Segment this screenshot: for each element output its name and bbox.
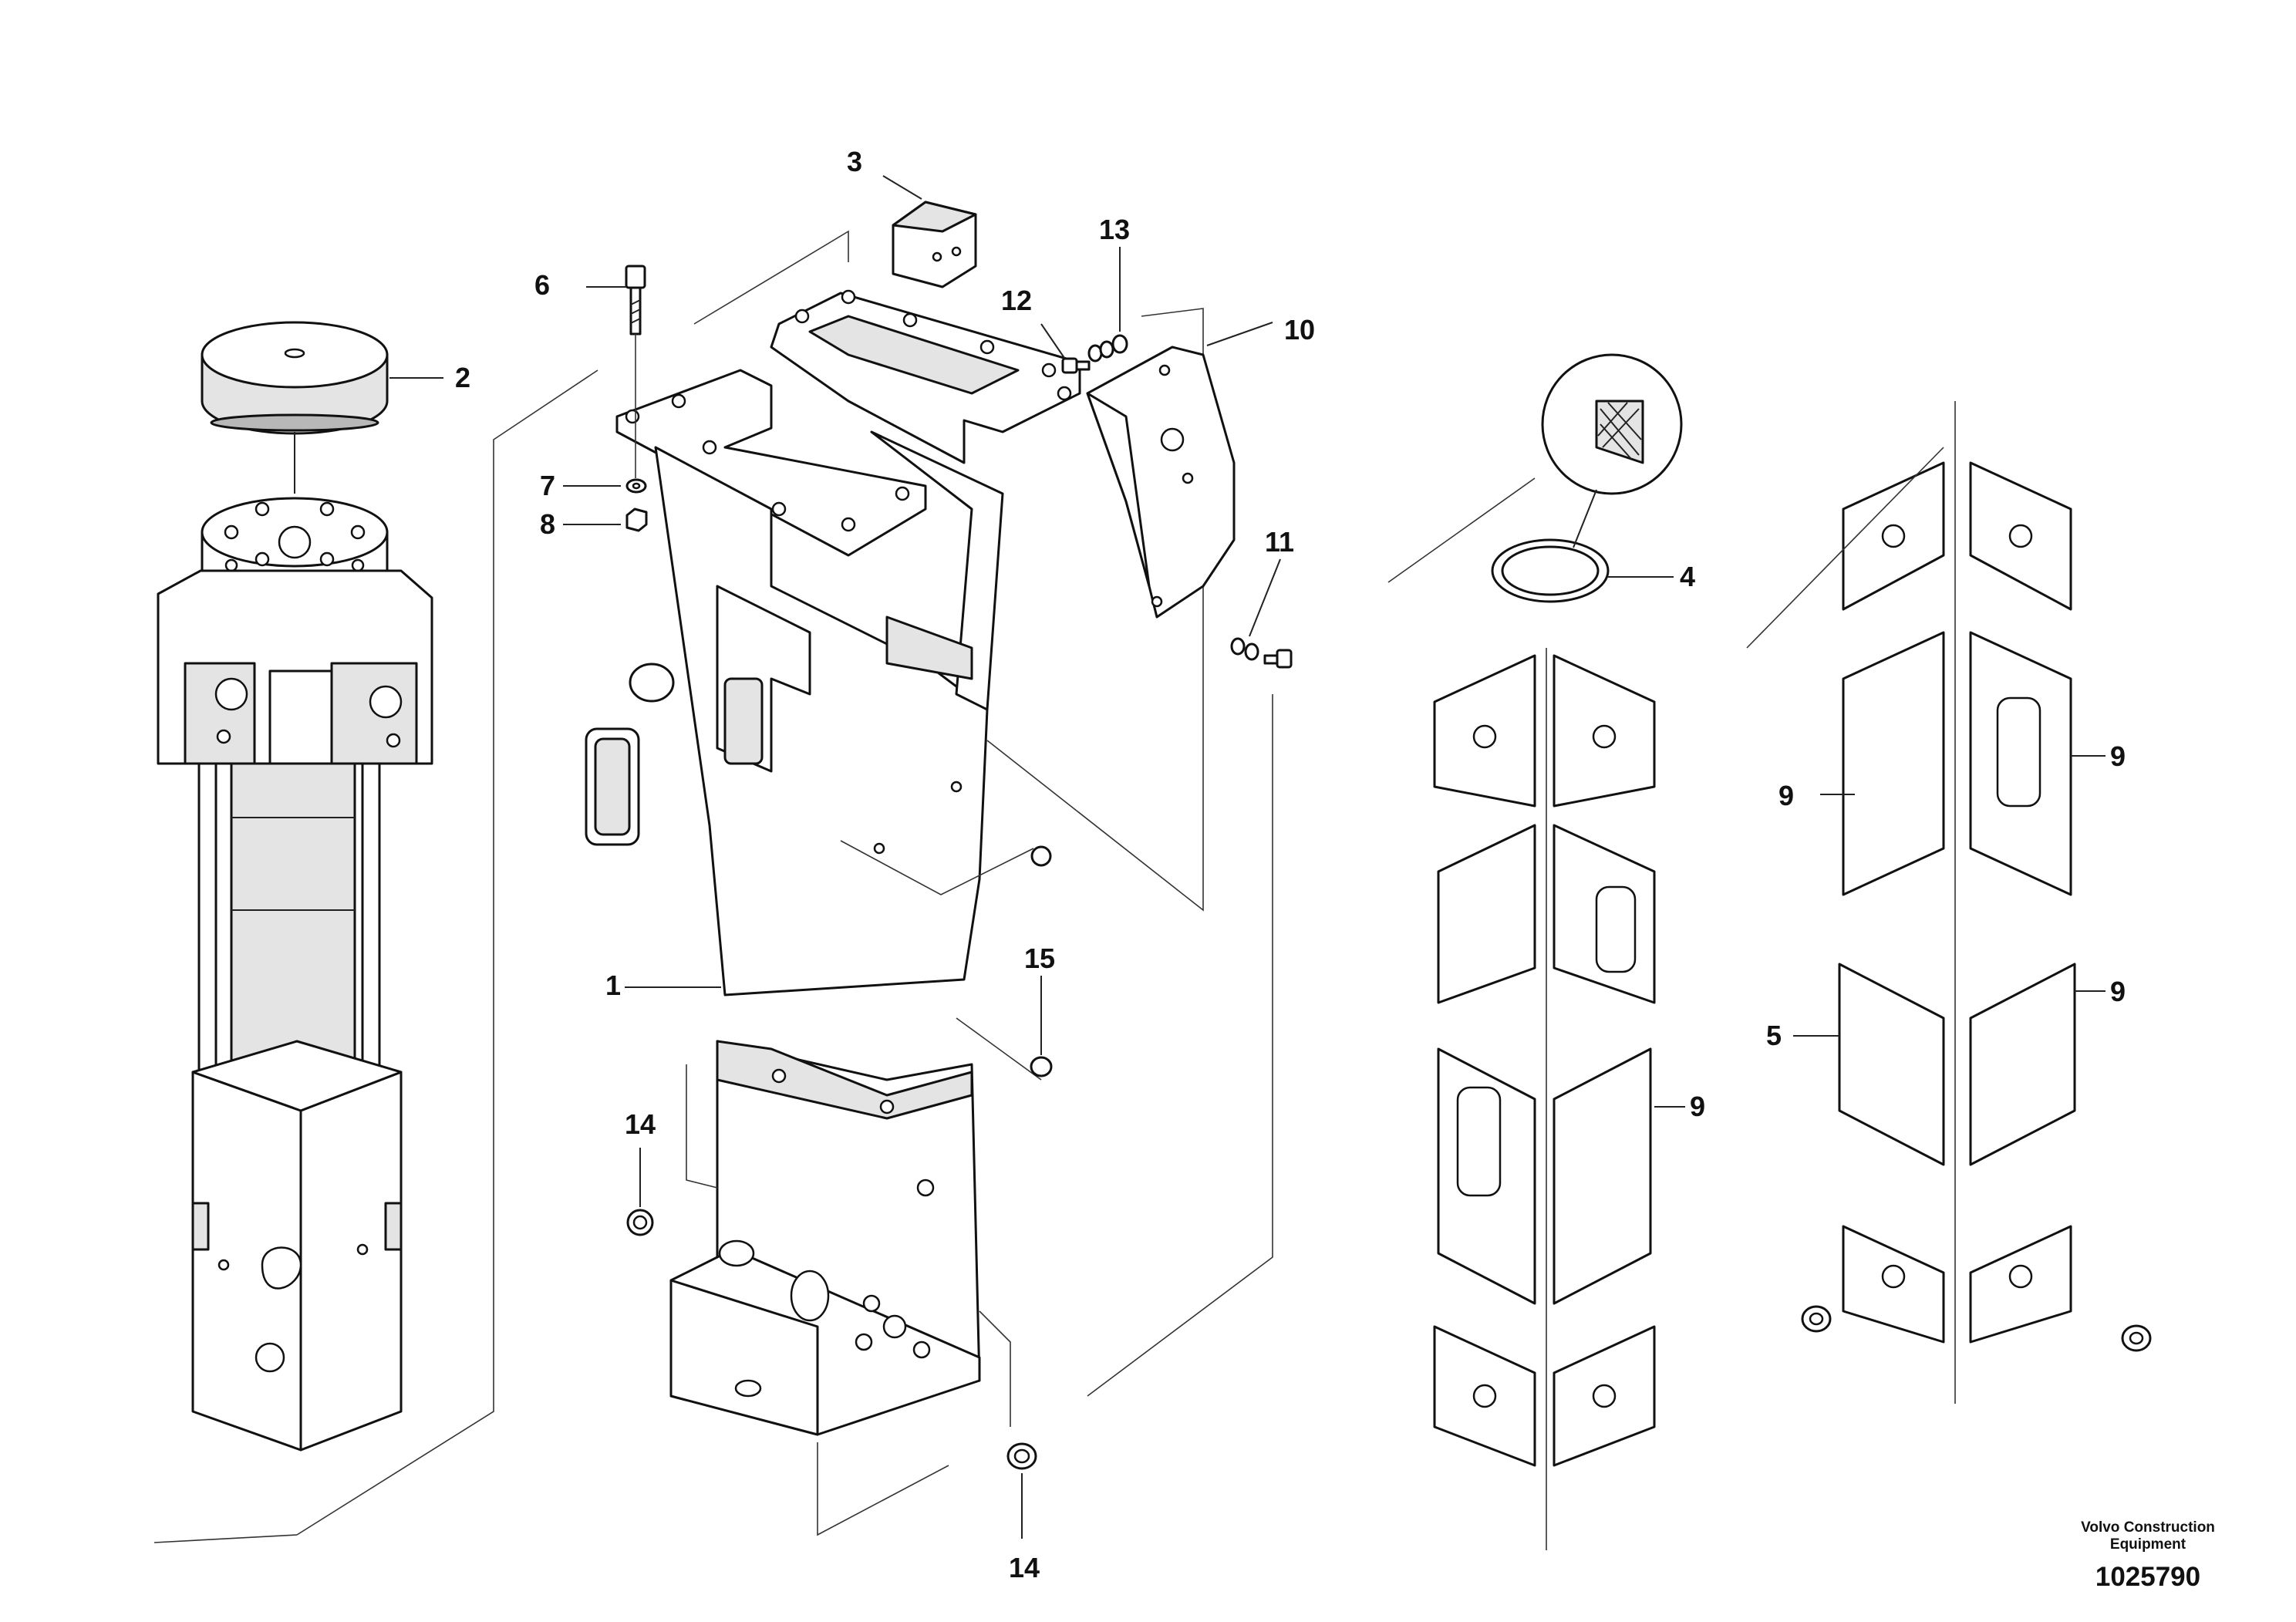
damper-cap xyxy=(201,321,389,435)
callout-10: 10 xyxy=(1284,314,1315,346)
callout-14a: 14 xyxy=(625,1108,656,1140)
plug-15 xyxy=(1030,845,1053,1077)
callout-8: 8 xyxy=(540,508,555,540)
callout-5: 5 xyxy=(1766,1020,1782,1051)
bolt-small xyxy=(1061,357,1091,374)
projection-line xyxy=(840,840,1034,895)
callout-1: 1 xyxy=(605,969,621,1001)
plug-14-upper xyxy=(626,1209,654,1236)
projection-line xyxy=(979,1310,1011,1427)
callout-4: 4 xyxy=(1680,561,1695,592)
projection-line xyxy=(956,1017,1042,1081)
callout-9b: 9 xyxy=(2110,740,2126,772)
callout-3: 3 xyxy=(847,146,862,177)
projection-line xyxy=(1087,694,1273,1397)
callout-14b: 14 xyxy=(1009,1552,1040,1583)
hammer-housing xyxy=(585,289,1081,1436)
washer-13 xyxy=(1111,334,1128,354)
callout-6: 6 xyxy=(534,269,550,301)
callout-12: 12 xyxy=(1001,285,1032,316)
callout-15: 15 xyxy=(1024,943,1055,974)
wear-block xyxy=(892,201,977,288)
callout-9a: 9 xyxy=(1778,780,1794,811)
projection-line xyxy=(686,1064,718,1189)
projection-line xyxy=(986,308,1204,912)
bolt-11 xyxy=(1263,649,1293,669)
nut xyxy=(625,508,648,532)
bracket-plate xyxy=(1086,346,1236,619)
callout-11: 11 xyxy=(1265,526,1294,558)
bolt xyxy=(625,265,646,478)
projection-line xyxy=(296,369,598,1536)
wear-pad-set-right xyxy=(1801,461,2152,1352)
projection-line xyxy=(817,1442,949,1536)
plug-14-lower xyxy=(1006,1442,1037,1470)
callout-9c: 9 xyxy=(2110,976,2126,1007)
callout-13: 13 xyxy=(1099,214,1130,245)
hammer-cylinder-assembly xyxy=(157,321,433,1452)
seal-ring xyxy=(1491,353,1683,603)
callout-9d: 9 xyxy=(1690,1091,1705,1122)
callout-2: 2 xyxy=(455,362,470,393)
projection-line xyxy=(1746,447,1944,649)
projection-line xyxy=(1387,477,1536,583)
projection-line xyxy=(693,230,849,325)
brand-name: Volvo Construction Equipment xyxy=(2081,1519,2215,1553)
document-number: 1025790 xyxy=(2095,1562,2201,1592)
projection-line xyxy=(153,1534,298,1543)
callout-7: 7 xyxy=(540,470,555,501)
wear-pad-set-left xyxy=(1433,654,1656,1467)
